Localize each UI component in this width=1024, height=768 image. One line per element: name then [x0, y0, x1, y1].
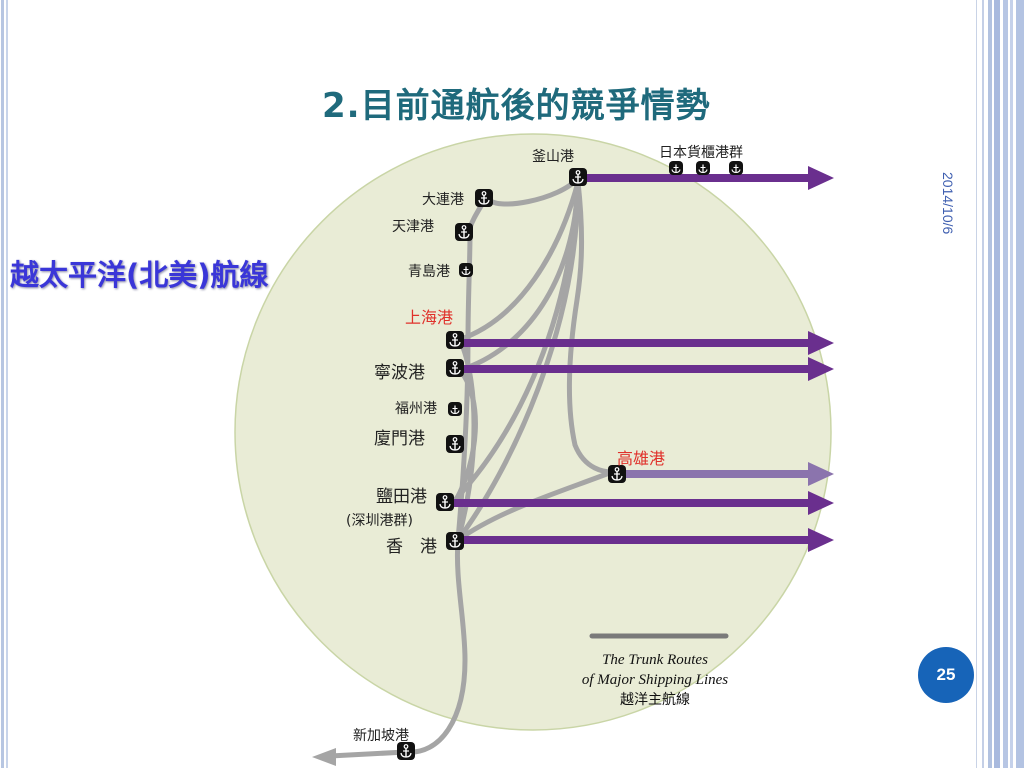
hongkong-anchor-icon	[445, 531, 465, 551]
yantian-anchor-icon	[435, 492, 455, 512]
port-label-tianjin: 天津港	[392, 219, 434, 235]
singapore-anchor-icon	[396, 741, 416, 761]
slide-date: 2014/10/6	[940, 172, 956, 235]
region-circle	[234, 133, 832, 731]
japan-anchor-icon	[668, 160, 684, 176]
port-label-ningbo: 寧波港	[374, 363, 425, 383]
port-label-yantian: 鹽田港	[376, 487, 427, 507]
port-label-yantian-sub: (深圳港群)	[346, 513, 413, 529]
port-label-shanghai: 上海港	[405, 308, 453, 327]
right-decoration-bars	[976, 0, 1024, 768]
legend-line2: of Major Shipping Lines	[582, 672, 728, 688]
dalian-anchor-icon	[474, 188, 494, 208]
singapore-route-arrowhead	[312, 748, 336, 766]
shanghai-anchor-icon	[445, 330, 465, 350]
legend-line3: 越洋主航線	[620, 692, 690, 708]
legend-line1: The Trunk Routes	[602, 652, 708, 668]
xiamen-anchor-icon	[445, 434, 465, 454]
port-label-japan: 日本貨櫃港群	[659, 144, 743, 161]
fuzhou-anchor-icon	[447, 401, 463, 417]
port-label-singapore: 新加坡港	[353, 728, 409, 744]
port-label-dalian: 大連港	[422, 192, 464, 208]
trunk-routes	[448, 166, 834, 552]
slide-title: 2.目前通航後的競爭情勢	[322, 86, 711, 126]
busan-anchor-icon	[568, 167, 588, 187]
qingdao-anchor-icon	[458, 262, 474, 278]
japan-anchor-icon	[728, 160, 744, 176]
port-label-xiamen: 廈門港	[374, 429, 425, 449]
japan-anchor-icon	[695, 160, 711, 176]
port-label-kaohsiung: 高雄港	[617, 449, 665, 468]
ningbo-anchor-icon	[445, 358, 465, 378]
left-decoration-bar	[0, 0, 9, 768]
route-label: 越太平洋(北美)航線	[10, 258, 269, 292]
tianjin-anchor-icon	[454, 222, 474, 242]
port-label-hongkong: 香 港	[386, 537, 437, 557]
port-label-fuzhou: 福州港	[395, 401, 437, 417]
page-number-badge: 25	[918, 647, 974, 703]
port-label-qingdao: 青島港	[408, 264, 450, 280]
port-label-busan: 釜山港	[532, 149, 574, 165]
